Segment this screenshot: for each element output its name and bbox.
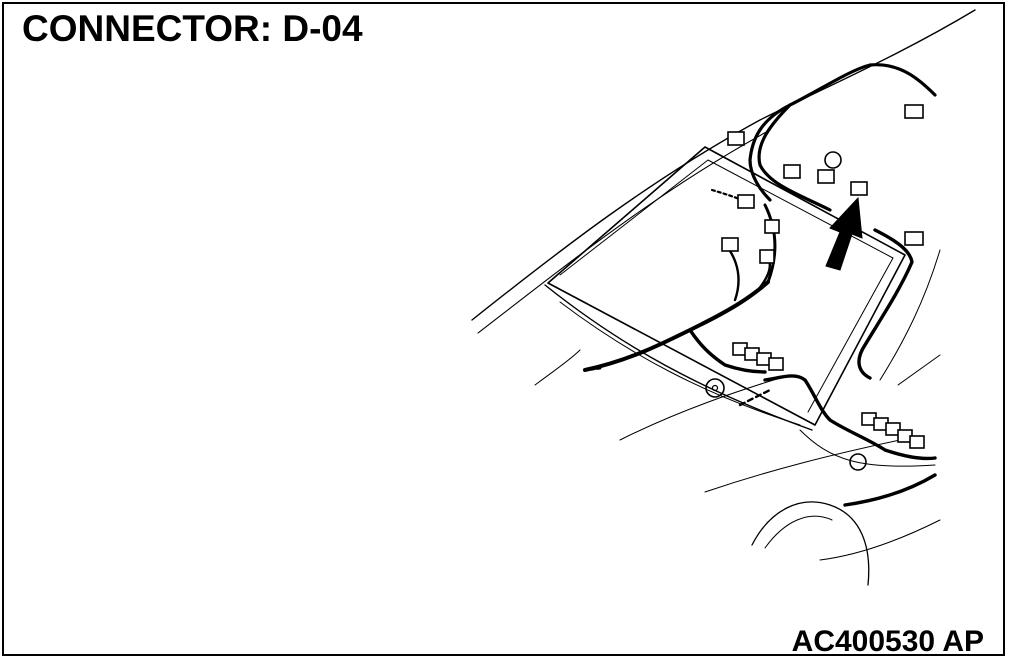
connector	[737, 194, 755, 209]
harness-top	[748, 63, 937, 202]
roof-outline-inner	[477, 129, 771, 334]
harness-lower	[843, 473, 937, 507]
ground-terminal	[705, 378, 725, 398]
connector	[759, 249, 775, 264]
connector	[904, 231, 924, 246]
connector	[850, 181, 868, 196]
fender-line	[704, 439, 901, 493]
harness-left-stub	[738, 388, 772, 407]
harness-left-branch	[763, 203, 777, 284]
connector	[817, 169, 835, 184]
harness-branch-a	[726, 246, 740, 302]
dash-line-2	[619, 374, 791, 441]
windshield-inner	[559, 159, 894, 413]
harness-main	[583, 280, 770, 372]
ground-terminal-3	[824, 151, 842, 169]
harness-center	[688, 328, 767, 374]
dash-line-1	[534, 349, 581, 386]
connector	[783, 164, 801, 179]
harness-left-dotted	[583, 366, 602, 372]
roof-outline	[471, 9, 976, 321]
harness-cowl	[763, 374, 937, 461]
ground-terminal-2	[849, 453, 867, 471]
harness-right-pillar	[857, 228, 914, 380]
door-line-2	[897, 354, 941, 386]
connector	[885, 422, 901, 436]
connector	[768, 357, 784, 371]
cowl-line	[544, 284, 813, 431]
connector-group	[721, 104, 925, 449]
up-right-arrow-icon	[825, 196, 863, 271]
wheel-arch	[751, 501, 870, 586]
diagram-title: CONNECTOR: D-04	[22, 8, 363, 49]
connector	[764, 219, 780, 234]
connector	[721, 237, 739, 252]
cowl-line-2	[559, 301, 801, 426]
bumper-line	[819, 519, 941, 561]
ground-terminal-center	[711, 384, 719, 392]
connector	[727, 131, 745, 146]
door-line	[879, 249, 941, 381]
harness-top-drop	[757, 103, 832, 212]
figure-code: AC400530 AP	[791, 625, 984, 658]
windshield-frame	[547, 146, 906, 426]
wheel-arch-inner	[764, 515, 833, 549]
connector	[909, 435, 925, 449]
connector	[904, 104, 924, 119]
